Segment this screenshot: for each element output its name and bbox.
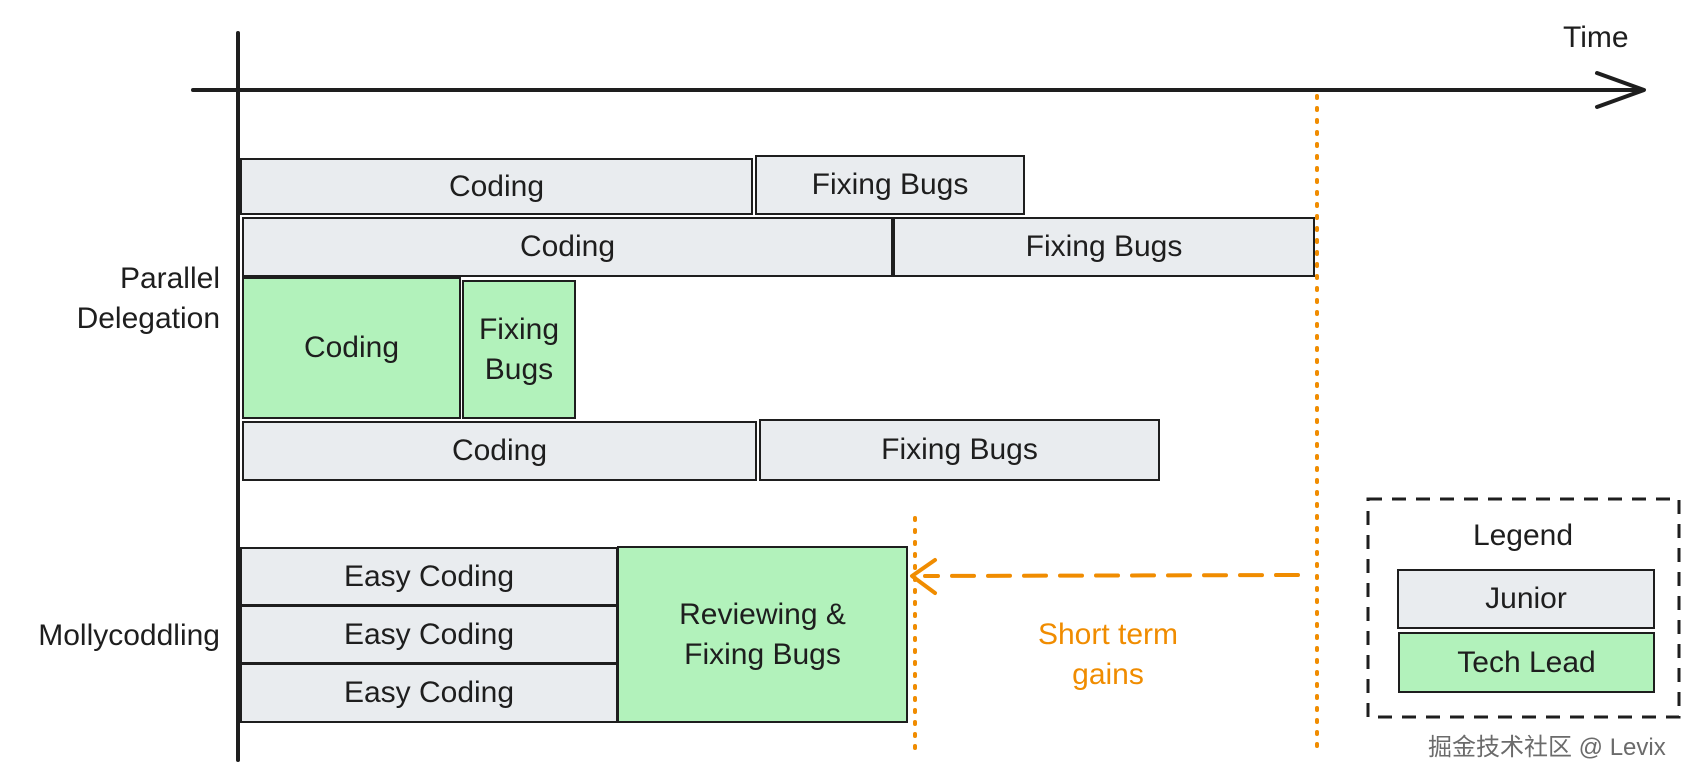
task-lead-fixing-bugs: Fixing Bugs [462,280,576,419]
watermark: 掘金技术社区 @ Levix [1428,734,1666,761]
task-label: Easy Coding [343,559,515,593]
task-label: Reviewing & Fixing Bugs [679,597,846,671]
task-lead-coding: Coding [242,277,461,419]
task-label: Fixing Bugs [811,168,969,201]
task-junior-1-coding: Coding [240,158,753,215]
task-lead-reviewing: Reviewing & Fixing Bugs [617,546,908,723]
task-easy-coding-3: Easy Coding [240,663,618,723]
task-label: Fixing Bugs [881,433,1038,466]
task-label: Coding [303,331,400,364]
task-easy-coding-2: Easy Coding [240,605,618,664]
task-junior-2-fixing-bugs: Fixing Bugs [893,217,1315,277]
legend-tech-lead-label: Tech Lead [1457,645,1596,679]
task-junior-3-fixing-bugs: Fixing Bugs [759,419,1160,481]
mollycoddling-label: Mollycoddling [38,619,220,652]
task-label: Easy Coding [343,617,515,651]
legend-title: Legend [1472,519,1574,552]
gains-arrowhead [910,558,937,595]
legend-junior-label: Junior [1485,582,1567,615]
legend-junior: Junior [1397,569,1655,629]
gains-dashed-arrow [923,573,1300,578]
task-junior-3-coding: Coding [242,421,757,481]
time-axis-label: Time [1563,21,1629,54]
task-junior-2-coding: Coding [242,217,893,277]
task-easy-coding-1: Easy Coding [240,547,618,606]
time-axis-arrowhead [1595,71,1646,109]
legend-tech-lead: Tech Lead [1398,632,1655,693]
task-label: Easy Coding [343,676,515,709]
short-term-gains-label: Short term gains [1037,618,1179,691]
task-label: Coding [448,169,545,203]
legend-frame [1366,497,1681,719]
task-label: Fixing Bugs [1025,230,1183,263]
task-label: Coding [519,230,616,263]
task-junior-1-fixing-bugs: Fixing Bugs [755,155,1025,215]
task-label: Fixing Bugs [478,312,560,386]
task-label: Coding [451,434,548,467]
parallel-delegation-label: Parallel Delegation [76,262,220,335]
